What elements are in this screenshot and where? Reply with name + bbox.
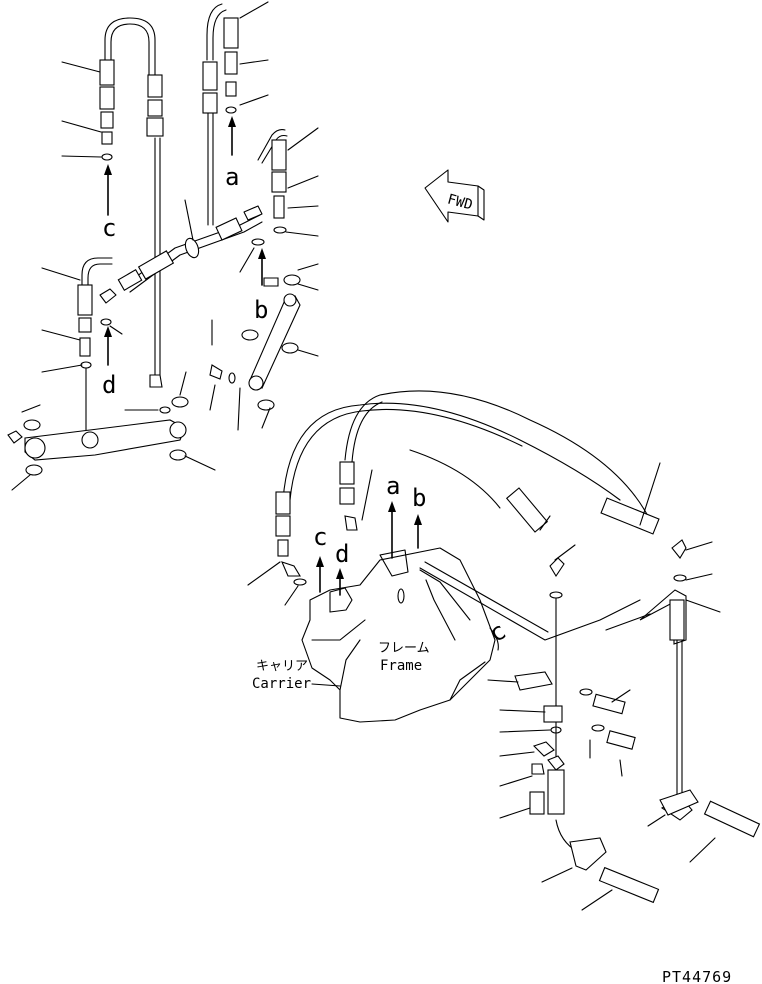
- frame-label-c2: c: [484, 617, 511, 648]
- figure-code: PT44769: [662, 968, 732, 984]
- lower-right-assembly: [247, 390, 761, 911]
- upper-left-hose-assembly: [7, 1, 319, 491]
- hose-loop-left: [104, 17, 156, 79]
- frame-label-d: d: [335, 540, 349, 568]
- fwd-direction-arrow: FWD: [424, 169, 485, 223]
- frame-label-a: a: [386, 472, 400, 500]
- bracket-arm: [24, 419, 186, 461]
- o-ring: [101, 153, 113, 161]
- view-label-d: d: [102, 371, 116, 399]
- frame-label-jp: フレーム: [378, 641, 430, 656]
- view-label-b: b: [254, 296, 268, 324]
- carrier-label-jp: キャリア: [256, 659, 308, 674]
- frame-label-en: Frame: [380, 658, 422, 674]
- view-label-a: a: [225, 163, 239, 191]
- view-label-c: c: [102, 214, 116, 242]
- fwd-label: FWD: [446, 192, 475, 214]
- frame-label-c: c: [313, 523, 327, 551]
- frame-body-outline: [329, 587, 353, 613]
- frame-label-b: b: [412, 484, 426, 512]
- hose-end-fitting: [99, 59, 115, 86]
- carrier-label-en: Carrier: [252, 676, 311, 692]
